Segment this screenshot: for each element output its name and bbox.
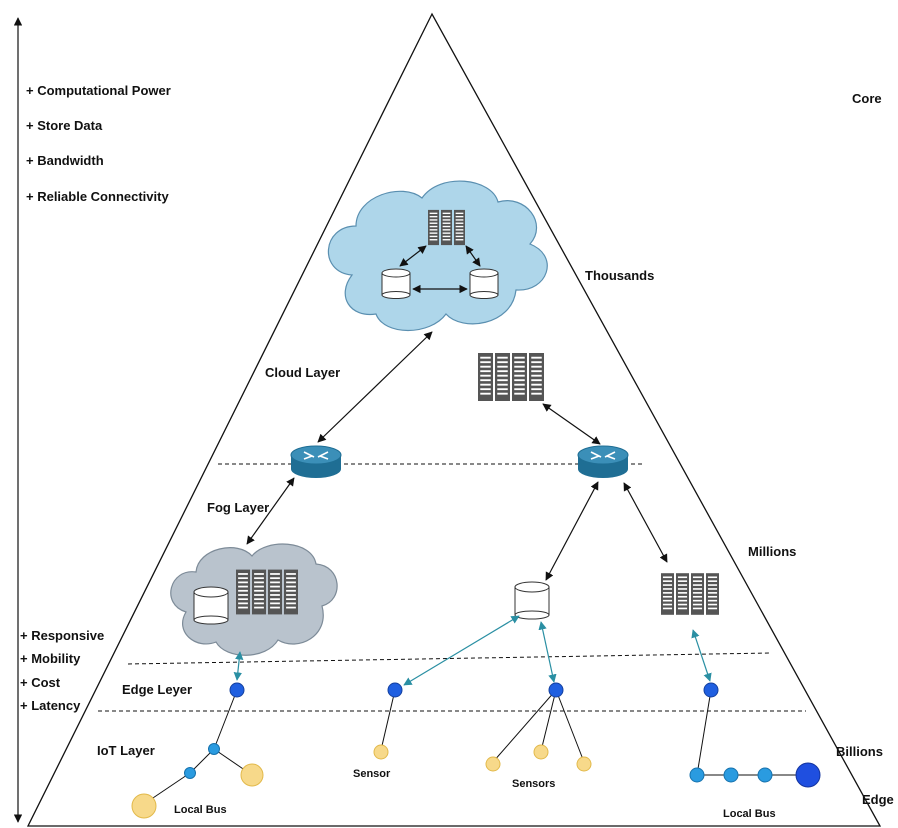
sensor-node: [373, 744, 389, 760]
fog-database-node: [514, 581, 550, 620]
hierarchy-pyramid: [26, 12, 882, 827]
scale-edge: Edge: [862, 792, 894, 807]
fog-layer-label: Fog Layer: [207, 500, 269, 515]
sensor-node: [576, 756, 592, 772]
iot-layer-label: IoT Layer: [97, 743, 155, 758]
edge-to-db-link-right: [538, 621, 557, 683]
core-benefits-list: + Computational Power + Store Data + Ban…: [26, 83, 171, 204]
server-icon: [661, 573, 674, 615]
fog-database-icon: [193, 586, 229, 625]
fog-server-icon: [268, 569, 282, 615]
sensor-node: [485, 756, 501, 772]
scale-millions: Millions: [748, 544, 796, 559]
benefit-reliable-connectivity: + Reliable Connectivity: [26, 189, 169, 204]
server-icon: [512, 353, 527, 401]
server-icon: [706, 573, 719, 615]
cloud-datacenter: [327, 180, 548, 332]
cloud-shape: [327, 180, 548, 332]
router-left: [290, 445, 342, 478]
sensor-node: [240, 763, 264, 787]
bus-node-large: [795, 762, 821, 788]
edge-node: [387, 682, 403, 698]
bus-node: [757, 767, 773, 783]
cloud-to-router-link: [317, 331, 433, 443]
cloud-database-icon: [469, 268, 499, 299]
scale-billions: Billions: [836, 744, 883, 759]
local-bus-left-label: Local Bus: [174, 804, 227, 816]
fog-server-icon: [284, 569, 298, 615]
fog-server-icon: [236, 569, 250, 615]
edge-nodes: [229, 682, 719, 698]
cloud-server-icon: [441, 209, 452, 246]
iot-links: [143, 689, 808, 805]
fog-cloud-node: [170, 543, 338, 656]
sensors-label: Sensors: [512, 778, 555, 790]
router-to-db-link: [545, 481, 599, 581]
fog-server-icon: [252, 569, 266, 615]
server-icon: [478, 353, 493, 401]
bus-node: [723, 767, 739, 783]
benefit-cost: + Cost: [20, 675, 61, 690]
iot-device-nodes: [131, 743, 821, 819]
benefit-latency: + Latency: [20, 698, 81, 713]
server-icon: [691, 573, 704, 615]
server-icon: [676, 573, 689, 615]
benefit-computational-power: + Computational Power: [26, 83, 171, 98]
cloud-layer-label: Cloud Layer: [265, 365, 340, 380]
backbone-links: [246, 331, 668, 581]
hub-node: [184, 767, 196, 779]
fog-server-rack: [478, 353, 544, 401]
edge-benefits-list: + Responsive + Mobility + Cost + Latency: [20, 628, 104, 713]
router-to-server-link: [623, 482, 668, 563]
sensor-node: [533, 744, 549, 760]
server-icon: [529, 353, 544, 401]
edge-to-server-link: [691, 629, 712, 682]
edge-uplinks: [233, 615, 712, 686]
benefit-bandwidth: + Bandwidth: [26, 153, 104, 168]
fog-server-node: [661, 573, 719, 615]
edge-node: [703, 682, 719, 698]
edge-to-db-link-left: [403, 615, 520, 686]
server-icon: [495, 353, 510, 401]
edge-node: [229, 682, 245, 698]
router-right: [577, 445, 629, 478]
sensor-node: [131, 793, 157, 819]
edge-node: [548, 682, 564, 698]
edge-layer-label: Edge Leyer: [122, 682, 192, 697]
benefit-mobility: + Mobility: [20, 651, 81, 666]
sensor-label: Sensor: [353, 768, 391, 780]
scale-core: Core: [852, 91, 882, 106]
router-to-fog-cloud-link: [246, 477, 295, 545]
bus-node: [689, 767, 705, 783]
cloud-server-icon: [454, 209, 465, 246]
cloud-database-icon: [381, 268, 411, 299]
server-to-router-link: [542, 403, 601, 445]
scale-thousands: Thousands: [585, 268, 654, 283]
benefit-responsive: + Responsive: [20, 628, 104, 643]
hub-node: [208, 743, 220, 755]
local-bus-right-label: Local Bus: [723, 808, 776, 820]
edge-to-fog-cloud-link: [233, 651, 244, 681]
cloud-server-icon: [428, 209, 439, 246]
benefit-store-data: + Store Data: [26, 118, 103, 133]
